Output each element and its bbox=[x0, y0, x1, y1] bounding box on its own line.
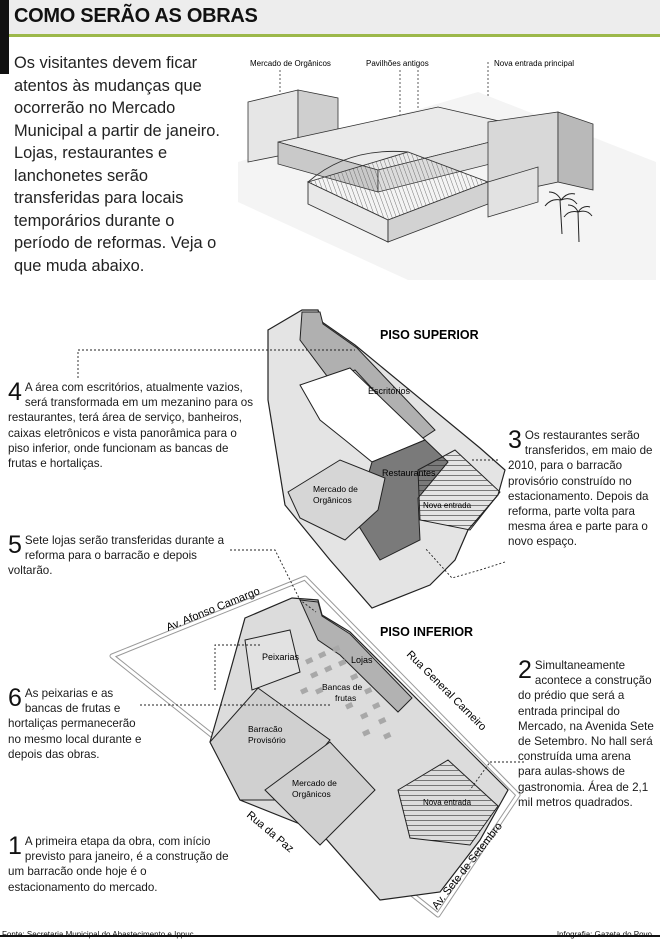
label-nova-entrada: Nova entrada principal bbox=[494, 59, 574, 68]
label-peixarias: Peixarias bbox=[262, 652, 300, 662]
note-6: 6 As peixarias e as bancas de frutas e h… bbox=[8, 686, 148, 762]
title-accent bbox=[0, 0, 9, 74]
upper-floor-title: PISO SUPERIOR bbox=[380, 328, 479, 342]
area-nova-entrada-superior bbox=[417, 449, 501, 531]
area-organicos-inferior bbox=[264, 741, 376, 846]
leader-lines bbox=[77, 349, 524, 791]
floor-plan: PISO SUPERIOR Escritórios Restaurantes N… bbox=[77, 309, 524, 918]
label-barracao-2: Provisório bbox=[248, 735, 286, 745]
note-2: 2 Simultaneamente acontece a construção … bbox=[518, 658, 656, 810]
note-1-text: A primeira etapa da obra, com início pre… bbox=[8, 835, 229, 894]
note-5: 5 Sete lojas serão transferidas durante … bbox=[8, 533, 238, 579]
label-organicos-superior-1: Mercado de bbox=[313, 484, 358, 494]
area-nova-entrada-inferior bbox=[397, 759, 499, 846]
note-5-text: Sete lojas serão transferidas durante a … bbox=[8, 534, 225, 578]
note-3-number: 3 bbox=[508, 426, 522, 454]
label-pavilhoes: Pavilhões antigos bbox=[366, 59, 429, 68]
footer-rule bbox=[0, 935, 660, 937]
note-1-number: 1 bbox=[8, 832, 22, 860]
footer-source: Fonte: Secretaria Municipal do Abastecim… bbox=[2, 930, 196, 939]
label-nova-entrada-inferior: Nova entrada bbox=[423, 798, 472, 807]
footer-credit: Infografia: Gazeta do Povo bbox=[557, 930, 652, 939]
note-2-number: 2 bbox=[518, 656, 532, 684]
note-3-text: Os restaurantes serão transferidos, em m… bbox=[508, 429, 653, 549]
page-title: COMO SERÃO AS OBRAS bbox=[14, 5, 258, 27]
area-lojas bbox=[299, 599, 413, 713]
title-bar bbox=[0, 0, 660, 37]
label-organicos-inferior-2: Orgânicos bbox=[292, 789, 331, 799]
label-barracao-1: Barracão bbox=[248, 724, 283, 734]
label-organicos-superior-2: Orgânicos bbox=[313, 495, 352, 505]
note-4-text: A área com escritórios, atualmente vazio… bbox=[8, 381, 254, 471]
note-6-text: As peixarias e as bancas de frutas e hor… bbox=[8, 687, 142, 761]
label-nova-entrada-superior: Nova entrada bbox=[423, 501, 472, 510]
label-bancas-1: Bancas de bbox=[322, 682, 362, 692]
intro-text: Os visitantes devem ficar atentos às mud… bbox=[14, 54, 220, 275]
area-organicos-superior bbox=[287, 459, 386, 541]
label-organicos: Mercado de Orgânicos bbox=[250, 59, 331, 68]
note-5-number: 5 bbox=[8, 531, 22, 559]
label-restaurantes: Restaurantes bbox=[382, 468, 436, 478]
note-3: 3 Os restaurantes serão transferidos, em… bbox=[508, 428, 656, 550]
label-organicos-inferior-1: Mercado de bbox=[292, 778, 337, 788]
upper-floor-plan: PISO SUPERIOR Escritórios Restaurantes N… bbox=[267, 309, 506, 609]
note-4: 4 A área com escritórios, atualmente vaz… bbox=[8, 380, 260, 471]
note-2-text: Simultaneamente acontece a construção do… bbox=[518, 659, 654, 809]
label-bancas-2: frutas bbox=[335, 693, 356, 703]
lower-floor-title: PISO INFERIOR bbox=[380, 625, 473, 639]
note-4-number: 4 bbox=[8, 378, 22, 406]
label-escritorios: Escritórios bbox=[368, 386, 411, 396]
building-illustration: Mercado de Orgânicos Pavilhões antigos N… bbox=[238, 59, 656, 280]
note-1: 1 A primeira etapa da obra, com início p… bbox=[8, 834, 230, 895]
area-escritorios bbox=[299, 311, 436, 441]
note-6-number: 6 bbox=[8, 684, 22, 712]
area-bancas bbox=[300, 645, 392, 740]
label-lojas: Lojas bbox=[351, 655, 373, 665]
